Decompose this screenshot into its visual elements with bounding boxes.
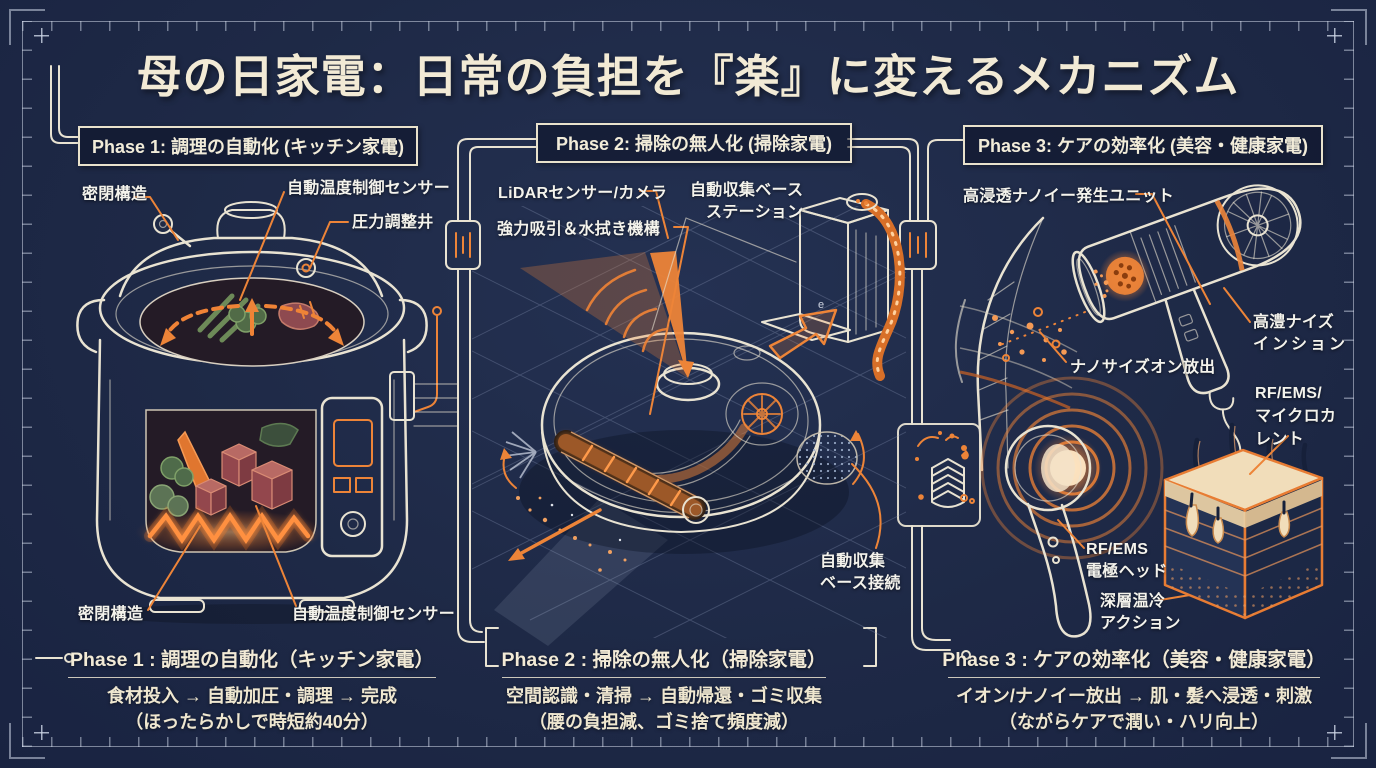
plus-mark-icon (1327, 725, 1342, 740)
station-mark: e (818, 299, 824, 311)
label-sealed-structure-bottom: 密閉構造 (78, 606, 144, 623)
label-nano-ion-release: ナノサイズオン放出 (1070, 359, 1216, 376)
floor-grid (472, 206, 906, 638)
label-pressure-valve: 圧力調整井 (352, 214, 434, 231)
phase3-footer-title: Phase 3 : ケアの効率化（美容・健康家電） (942, 649, 1326, 671)
hair-strand-illustration (954, 216, 1086, 472)
brush-roller (554, 430, 710, 524)
frame-corner-bottom-right (1331, 723, 1367, 759)
skin-cross-section (1163, 422, 1324, 620)
phase3-footer: Phase 3 : ケアの効率化（美容・健康家電） イオン/ナノイー放出 → 肌… (942, 643, 1326, 734)
beauty-device-illustration (980, 376, 1221, 638)
frame-corner-top-left (9, 9, 45, 45)
pressure-cooker-illustration (76, 191, 428, 624)
label-dock-connect: 自動収集 ベース接続 (820, 553, 901, 592)
phase2-flow: 空間認識・清掃 → 自動帰還・ゴミ収集 (505, 686, 822, 706)
plus-mark-icon (1327, 28, 1342, 43)
frame-ruler-left (22, 21, 32, 747)
frame-corner-bottom-left (9, 723, 45, 759)
phase2-footer: Phase 2 : 掃除の無人化（掃除家電） 空間認識・清掃 → 自動帰還・ゴミ… (496, 643, 832, 734)
phase3-flow: イオン/ナノイー放出 → 肌・髪へ浸透・刺激 (955, 686, 1313, 706)
label-suction-mop: 強力吸引＆水拭き機構 (497, 221, 661, 238)
phase2-header: Phase 2: 掃除の無人化 (掃除家電) (536, 123, 852, 163)
label-lidar-camera: LiDARセンサー/カメラ (498, 185, 668, 202)
phase1-footer: Phase 1 : 調理の自動化（キッチン家電） 食材投入 → 自動加圧・調理 … (62, 643, 442, 734)
label-nanoe-unit: 高浸透ナノイー発生ユニット (963, 188, 1175, 205)
frame-corner-top-right (1331, 9, 1367, 45)
lidar-beam (520, 251, 694, 378)
plus-mark-icon (34, 28, 49, 43)
phase3-header: Phase 3: ケアの効率化 (美容・健康家電) (963, 125, 1323, 165)
robot-vacuum-illustration: e (472, 190, 906, 646)
heating-coil (147, 511, 311, 545)
label-thermal-action: 深層温冷 アクション (1100, 593, 1181, 632)
phase3-benefit: （ながらケアで潤い・ハリ向上） (999, 712, 1269, 732)
label-rf-ems-microcurrent: RF/EMS/ マイクロカ レント (1255, 385, 1337, 449)
base-station: e (761, 193, 905, 381)
phase1-header: Phase 1: 調理の自動化 (キッチン家電) (78, 126, 418, 166)
label-temp-sensor-bottom: 自動温度制御センサー (292, 606, 456, 623)
label-electrode-head: RF/EMS 電極ヘッド (1086, 541, 1168, 580)
label-ion-injection: 高澧ナイズ インション (1253, 314, 1349, 353)
phase1-benefit: （ほったらかしで時短約40分） (125, 712, 379, 732)
phase1-footer-title: Phase 1 : 調理の自動化（キッチン家電） (69, 649, 435, 671)
page-title: 母の日家電：日常の負担を『楽』に変えるメカニズム (136, 51, 1240, 102)
plus-mark-icon (34, 725, 49, 740)
label-base-station: 自動収集ベース ステーション (690, 182, 804, 221)
divider (948, 677, 1320, 678)
divider (502, 677, 826, 678)
divider (68, 677, 436, 678)
frame-ruler-right (1344, 21, 1354, 747)
frame-ruler-bottom (22, 737, 1354, 747)
phase1-flow: 食材投入 → 自動加圧・調理 → 完成 (106, 686, 397, 706)
phase2-benefit: （腰の負担減、ゴミ捨て頻度減） (529, 712, 799, 732)
circuit-connectors (35, 65, 981, 667)
frame-ruler-top (22, 21, 1354, 31)
phase2-footer-title: Phase 2 : 掃除の無人化（掃除家電） (501, 649, 827, 671)
label-temp-sensor-top: 自動温度制御センサー (287, 180, 451, 197)
label-sealed-structure-top: 密閉構造 (82, 186, 148, 203)
